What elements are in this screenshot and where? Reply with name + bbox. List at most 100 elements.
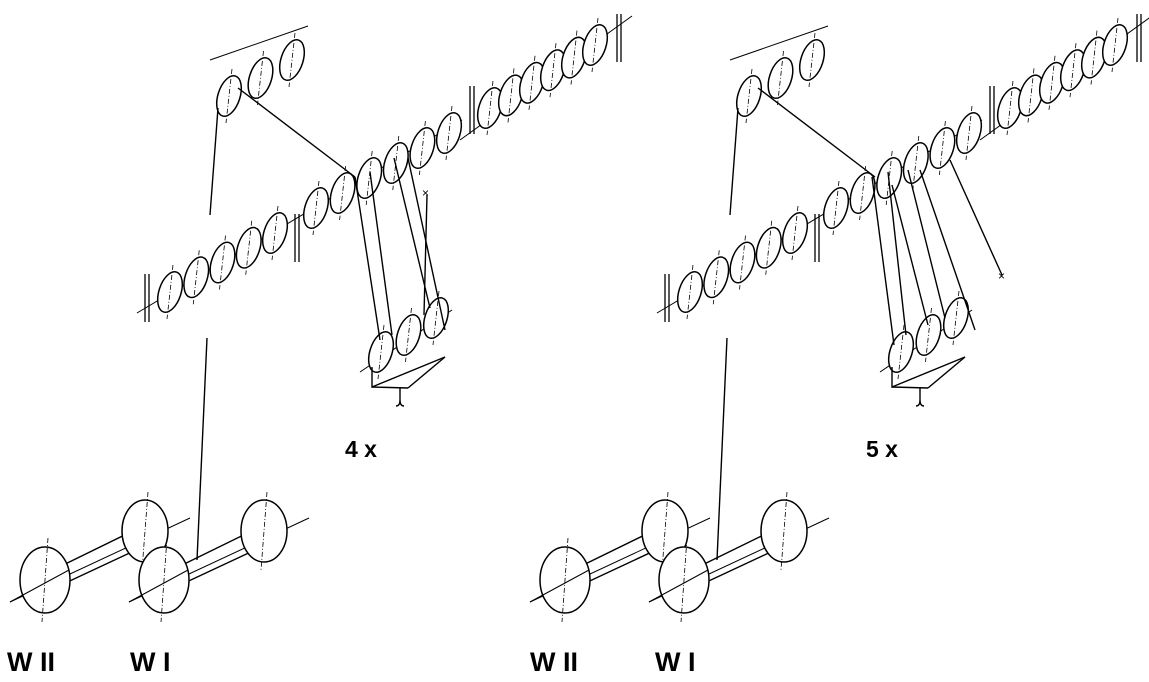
heddle-centerline bbox=[528, 55, 536, 110]
heddle-centerline bbox=[591, 17, 599, 73]
disc-centerline bbox=[260, 491, 268, 571]
heddle-centerline bbox=[912, 135, 920, 191]
pull-count-label-right: 5 x bbox=[866, 436, 898, 462]
heddle-centerline bbox=[859, 165, 866, 221]
cord-end-mark: × bbox=[422, 186, 429, 200]
pull-cord bbox=[887, 171, 907, 336]
heddle-centerline bbox=[432, 290, 440, 346]
main-heddle bbox=[183, 250, 210, 305]
pulley-frame bbox=[407, 356, 446, 389]
shaft-cord bbox=[196, 337, 208, 561]
pulley-heddle bbox=[887, 324, 915, 380]
weight-hook bbox=[395, 388, 405, 407]
heddle-centerline bbox=[507, 68, 515, 123]
pull-cord bbox=[354, 176, 381, 341]
heddle-centerline bbox=[570, 30, 578, 85]
cord-line bbox=[209, 107, 219, 216]
heddle-centerline bbox=[939, 120, 946, 176]
heddle-centerline bbox=[952, 290, 960, 346]
shaft-axis-front bbox=[529, 569, 590, 603]
heddle-centerline bbox=[192, 250, 200, 305]
heddle-centerline bbox=[445, 105, 453, 161]
heddle-centerline bbox=[765, 220, 773, 275]
main-heddle bbox=[781, 205, 809, 261]
pulley-frame bbox=[927, 356, 966, 389]
pull-count-label-left: 4 x bbox=[345, 436, 377, 462]
main-heddle bbox=[435, 105, 463, 161]
disc-centerline bbox=[141, 491, 149, 571]
shaft-label-w2-right: W II bbox=[530, 647, 578, 677]
divider-mark-mid bbox=[814, 214, 820, 262]
upper-heddle bbox=[581, 17, 609, 73]
top-heddle bbox=[735, 68, 763, 124]
top-axis-line bbox=[729, 25, 829, 61]
shaft-disc-back bbox=[240, 499, 288, 563]
pull-cord bbox=[919, 169, 976, 331]
top-heddle bbox=[798, 32, 826, 88]
shaft-label-w2-left: W II bbox=[7, 647, 55, 677]
weight-hook bbox=[915, 388, 925, 407]
heddle-centerline bbox=[712, 250, 720, 305]
left-diagram-panel: × 4 x W II W I bbox=[7, 14, 633, 677]
heddle-centerline bbox=[419, 120, 426, 176]
shaft-w1 bbox=[648, 491, 830, 623]
cord-line bbox=[237, 87, 356, 178]
heddle-centerline bbox=[777, 50, 784, 106]
main-heddle bbox=[302, 180, 330, 236]
cord-line bbox=[757, 87, 876, 178]
pull-cord bbox=[871, 176, 895, 346]
pull-cord bbox=[949, 159, 1003, 276]
main-heddle bbox=[955, 105, 983, 161]
heddle-centerline bbox=[686, 264, 694, 320]
heddle-centerline bbox=[288, 32, 296, 88]
cord-end-mark: × bbox=[998, 269, 1005, 283]
disc-centerline bbox=[661, 491, 669, 571]
main-heddle bbox=[235, 220, 262, 275]
pull-cord bbox=[907, 169, 946, 319]
heddle-centerline bbox=[365, 150, 373, 206]
upper-heddle bbox=[476, 80, 504, 136]
heddle-centerline bbox=[1006, 80, 1014, 136]
divider-mark-left bbox=[664, 274, 670, 322]
main-heddle bbox=[209, 235, 236, 290]
disc-centerline bbox=[41, 537, 49, 623]
pull-cord bbox=[407, 157, 446, 331]
pull-cord bbox=[369, 171, 393, 336]
main-heddle bbox=[902, 135, 929, 191]
pulley-frame bbox=[371, 386, 409, 389]
main-heddle bbox=[676, 264, 704, 320]
heddle-centerline bbox=[271, 205, 279, 261]
pull-cord bbox=[891, 184, 929, 326]
heddle-centerline bbox=[339, 165, 346, 221]
pulley-heddle bbox=[367, 324, 395, 380]
pulley-frame bbox=[891, 386, 929, 389]
heddle-centerline bbox=[745, 68, 753, 124]
heddle-centerline bbox=[925, 307, 932, 363]
heddle-centerline bbox=[377, 324, 385, 380]
top-heddle bbox=[278, 32, 306, 88]
top-heddle bbox=[767, 50, 794, 106]
heddle-centerline bbox=[1111, 17, 1119, 73]
right-diagram-panel: × 5 x W II W I bbox=[529, 14, 1149, 677]
heddle-centerline bbox=[739, 235, 746, 290]
shaft-label-w1-right: W I bbox=[655, 647, 696, 677]
main-heddle bbox=[156, 264, 184, 320]
heddle-centerline bbox=[219, 235, 226, 290]
shaft-label-w1-left: W I bbox=[130, 647, 171, 677]
main-heddle bbox=[929, 120, 956, 176]
shaft-disc-back bbox=[760, 499, 808, 563]
shaft-w2 bbox=[9, 491, 191, 623]
divider-mark-end bbox=[616, 14, 622, 62]
heddle-centerline bbox=[791, 205, 799, 261]
main-heddle bbox=[703, 250, 730, 305]
main-heddle bbox=[329, 165, 356, 221]
divider-mark-end bbox=[1136, 14, 1142, 62]
heddle-centerline bbox=[245, 220, 253, 275]
shaft-cord bbox=[716, 337, 728, 561]
heddle-centerline bbox=[486, 80, 494, 136]
divider-mark-mid bbox=[294, 214, 300, 262]
main-heddle bbox=[356, 150, 383, 206]
heddle-centerline bbox=[166, 264, 174, 320]
heddle-centerline bbox=[1090, 30, 1098, 85]
shaft-axis-front bbox=[9, 569, 70, 603]
